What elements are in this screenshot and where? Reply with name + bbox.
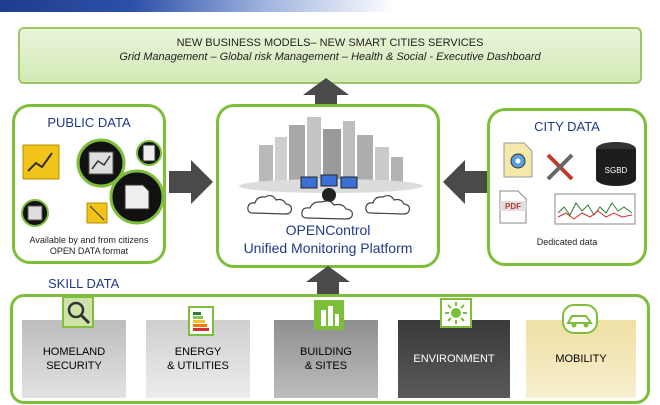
tile-label-line2: & UTILITIES — [167, 360, 229, 372]
graph-chart-icon — [554, 193, 636, 225]
tile-homeland-security: HOMELAND SECURITY — [22, 320, 126, 398]
tile-building-sites: BUILDING & SITES — [274, 320, 378, 398]
city-data-title: CITY DATA — [534, 119, 600, 134]
tools-icon — [546, 153, 574, 181]
arrow-city-to-platform — [443, 160, 487, 204]
tile-label-line2: & SITES — [304, 360, 348, 372]
tile-environment: ENVIRONMENT — [398, 320, 510, 398]
banner-services: Grid Management – Global risk Management… — [119, 51, 541, 63]
city-data-caption: Dedicated data — [536, 237, 598, 247]
green-building-icon — [314, 300, 344, 330]
tile-energy-utilities: ENERGY & UTILITIES — [146, 320, 250, 398]
open-data-icons — [21, 138, 163, 227]
skill-data-title: SKILL DATA — [48, 276, 120, 291]
tile-label-line1: HOMELAND — [42, 346, 106, 358]
public-data-caption-1: Available by and from citizens — [29, 235, 149, 245]
tile-label-line1: BUILDING — [300, 346, 352, 358]
services-banner: NEW BUSINESS MODELS– NEW SMART CITIES SE… — [18, 27, 642, 84]
pdf-document-icon — [499, 190, 527, 224]
platform-subtitle: Unified Monitoring Platform — [243, 240, 413, 256]
cloud-right-icon — [365, 194, 411, 215]
top-gradient-bar — [0, 0, 660, 12]
electric-car-icon — [562, 304, 598, 334]
gear-document-icon — [503, 142, 533, 178]
arrow-public-to-platform — [169, 160, 213, 204]
tile-label-line1: MOBILITY — [555, 353, 607, 365]
tile-label-line1: ENVIRONMENT — [413, 353, 495, 365]
platform-name: OPENControl — [285, 222, 371, 238]
public-data-box: PUBLIC DATA Available by and from citize… — [12, 104, 166, 264]
energy-rating-icon — [188, 306, 214, 336]
platform-box: OPENControl Unified Monitoring Platform — [216, 104, 440, 268]
city-data-box: CITY DATA SGBD PDF Dedicated data — [487, 108, 647, 266]
public-data-caption-2: OPEN DATA format — [49, 246, 129, 256]
map-magnifier-icon — [62, 296, 94, 328]
tile-label-line2: SECURITY — [46, 360, 102, 372]
tile-label-line1: ENERGY — [174, 346, 222, 358]
database-label: SGBD — [604, 166, 628, 175]
arrow-up-to-services — [303, 78, 349, 112]
database-icon — [596, 142, 636, 186]
arrow-skill-to-platform — [306, 266, 350, 298]
banner-title: NEW BUSINESS MODELS– NEW SMART CITIES SE… — [176, 37, 484, 49]
pdf-label: PDF — [505, 202, 521, 211]
sun-environment-icon — [440, 298, 472, 328]
cloud-left-icon — [247, 194, 293, 215]
monitoring-operators-icon — [300, 174, 358, 202]
public-data-title: PUBLIC DATA — [47, 115, 131, 130]
cloud-center-icon — [301, 200, 353, 220]
